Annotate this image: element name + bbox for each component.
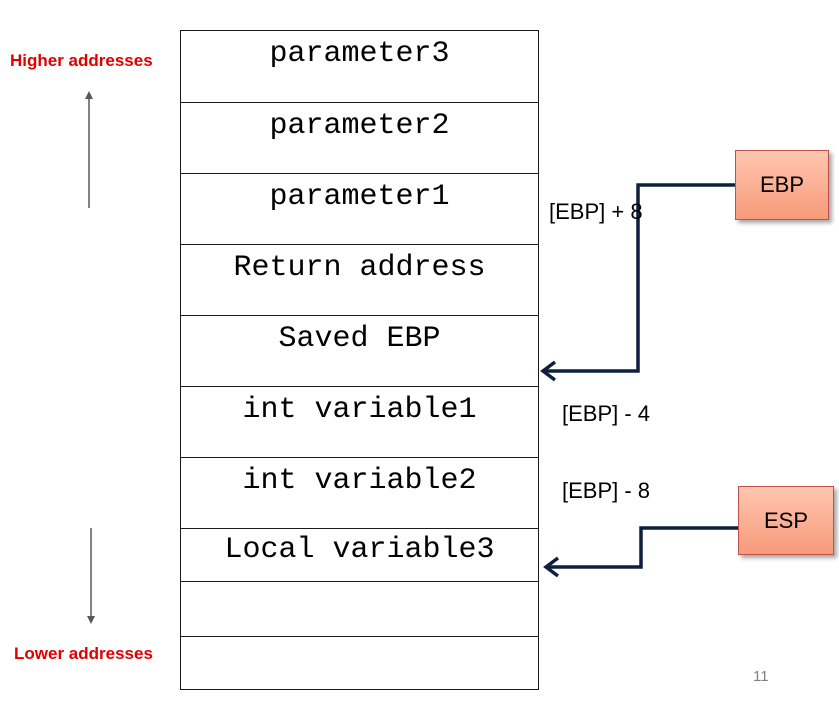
stack-cell-saved-ebp: Saved EBP <box>181 316 538 387</box>
stack-cell-label: int variable2 <box>242 464 477 498</box>
ebp-plus-8-label: [EBP] + 8 <box>549 199 643 224</box>
stack-cell-parameter1: parameter1 <box>181 174 538 245</box>
stack-cell-label: Local variable3 <box>224 533 495 567</box>
stack-cell-parameter2: parameter2 <box>181 103 538 174</box>
stack-cell-return-address: Return address <box>181 245 538 316</box>
stack-cell-empty <box>181 582 538 637</box>
stack-cell-int-variable1: int variable1 <box>181 387 538 458</box>
stack-cell-label: Return address <box>233 251 486 285</box>
ebp-minus-8-label: [EBP] - 8 <box>562 478 651 503</box>
ebp-minus-4-label: [EBP] - 4 <box>562 401 651 426</box>
stack-cell-label: int variable1 <box>242 393 477 427</box>
stack-frame: parameter3 parameter2 parameter1 Return … <box>180 30 539 690</box>
stack-cell-local-variable3: Local variable3 <box>181 529 538 582</box>
stack-cell-label: parameter2 <box>269 109 450 143</box>
stack-cell-int-variable2: int variable2 <box>181 458 538 529</box>
esp-arrowhead <box>543 556 560 578</box>
higher-addresses-label: Higher addresses <box>10 51 153 70</box>
esp-pointer-arrow <box>546 526 738 569</box>
stack-cell-label: Saved EBP <box>278 322 441 356</box>
ebp-pointer-arrow <box>543 183 735 373</box>
stack-cell-label: parameter1 <box>269 180 450 214</box>
stack-cell-label: parameter3 <box>269 37 450 71</box>
esp-register-box: ESP <box>738 486 834 555</box>
stack-cell-parameter3: parameter3 <box>181 31 538 103</box>
ebp-register-box: EBP <box>735 150 829 220</box>
ebp-arrowhead <box>540 360 557 382</box>
lower-addresses-label: Lower addresses <box>14 644 153 663</box>
page-number: 11 <box>753 668 769 685</box>
